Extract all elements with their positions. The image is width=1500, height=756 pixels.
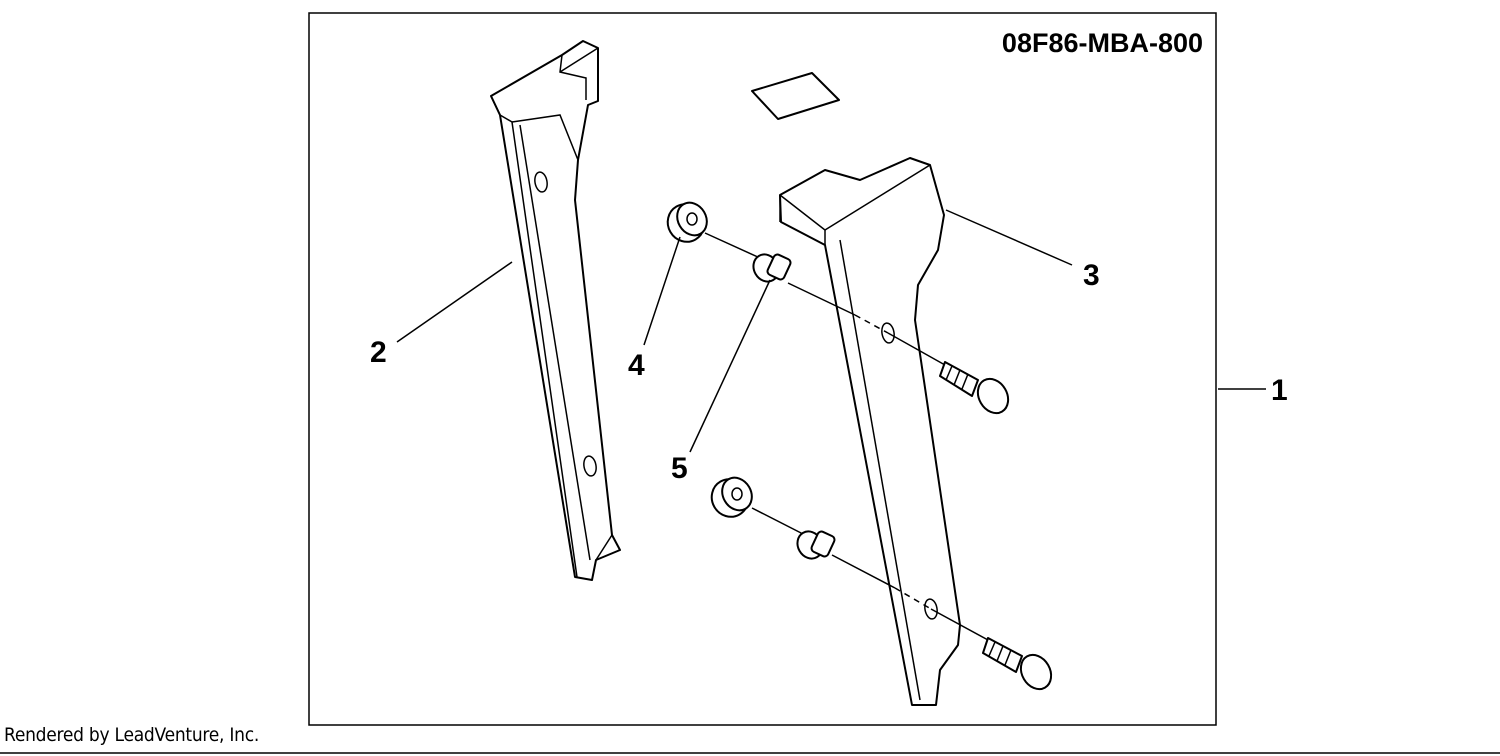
- label-sheet: [751, 72, 840, 120]
- callout-1: 1: [1271, 374, 1288, 407]
- bolt-upper: [939, 361, 1010, 415]
- leader-4: [643, 236, 681, 346]
- left-bracket: [490, 40, 621, 581]
- callout-2: 2: [370, 336, 387, 369]
- grommet-upper: [752, 253, 792, 283]
- collar-upper: [666, 201, 708, 243]
- leader-2: [396, 261, 513, 343]
- callout-4: 4: [628, 349, 645, 382]
- right-bracket: [779, 157, 961, 706]
- leader-5: [689, 279, 771, 453]
- leader-3: [945, 209, 1073, 266]
- collar-lower: [710, 476, 753, 518]
- callout-5: 5: [671, 452, 688, 485]
- bolt-lower: [982, 637, 1053, 691]
- upper-fastener-set: [666, 201, 1010, 415]
- grommet-lower: [796, 530, 836, 560]
- diagram-frame: [308, 12, 1217, 726]
- render-credit: Rendered by LeadVenture, Inc.: [4, 724, 260, 746]
- lower-fastener-set: [710, 476, 1053, 691]
- part-number-label: 08F86-MBA-800: [1002, 28, 1203, 58]
- callout-3: 3: [1083, 259, 1100, 292]
